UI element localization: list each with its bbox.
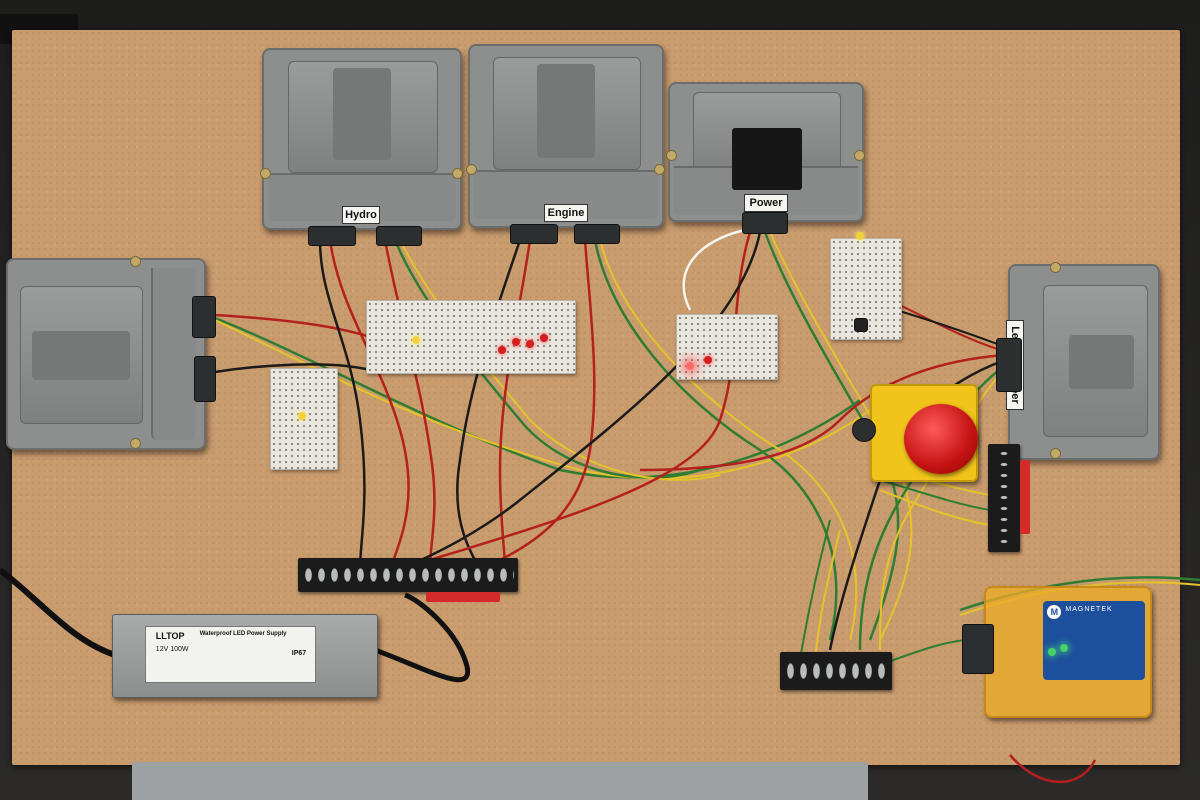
- breadboard-center-led-2: [512, 338, 520, 346]
- terminal-block-lower-right: [780, 652, 892, 690]
- breadboard-right-led: [856, 232, 864, 240]
- led-power-supply: LLTOP 12V 100W Waterproof LED Power Supp…: [112, 614, 378, 698]
- terminal-jumper-right: [1020, 460, 1030, 534]
- power-label: Power: [744, 194, 788, 212]
- engine-connector-1: [510, 224, 558, 244]
- breadboard-left-led: [298, 412, 306, 420]
- magnetek-brand: MAGNETEK: [1065, 605, 1113, 613]
- terminal-jumper-center: [426, 592, 500, 602]
- psu-ip-rating: IP67: [291, 650, 307, 658]
- left-front-steer-module: [1008, 262, 1160, 460]
- magnetek-connector: [962, 624, 994, 674]
- breadboard-center-led-4: [540, 334, 548, 342]
- breadboard-center-led-3: [526, 340, 534, 348]
- breadboard-right-switch: [854, 318, 868, 332]
- breadboard-center-led-1: [498, 346, 506, 354]
- terminal-block-center: [298, 558, 518, 592]
- terminal-block-right: [988, 444, 1020, 552]
- left-module-connector-bottom: [194, 356, 216, 402]
- magnetek-status-led-1: [1048, 648, 1056, 656]
- power-connector: [742, 212, 788, 234]
- estop-gland: [852, 418, 876, 442]
- hydro-connector-1: [308, 226, 356, 246]
- bench-edge: [132, 762, 868, 800]
- breadboard-center-led-5: [412, 336, 420, 344]
- psu-label: LLTOP 12V 100W Waterproof LED Power Supp…: [144, 626, 316, 683]
- psu-brand: LLTOP: [155, 630, 185, 641]
- magnetek-panel: M MAGNETEK: [1043, 600, 1146, 681]
- magnetek-status-led-2: [1060, 644, 1068, 652]
- psu-title: Waterproof LED Power Supply: [199, 630, 287, 637]
- hydro-connector-2: [376, 226, 422, 246]
- engine-label: Engine: [544, 204, 588, 222]
- engine-module: [466, 44, 665, 228]
- engine-connector-2: [574, 224, 620, 244]
- hydro-module: [260, 48, 463, 230]
- steer-connector: [996, 338, 1022, 392]
- breadboard-power-led-2: [704, 356, 712, 364]
- psu-rating: 12V 100W: [155, 645, 189, 653]
- breadboard-power-led-1: [686, 362, 694, 370]
- emergency-stop-button[interactable]: [904, 404, 978, 474]
- magnetek-logo-icon: M: [1047, 604, 1062, 619]
- hydro-label: Hydro: [342, 206, 380, 224]
- magnetek-can-module: M MAGNETEK: [984, 586, 1152, 718]
- breadboard-power: [676, 314, 778, 380]
- velcro-patch: [732, 128, 802, 190]
- left-side-module: [6, 256, 206, 450]
- left-module-connector-top: [192, 296, 216, 338]
